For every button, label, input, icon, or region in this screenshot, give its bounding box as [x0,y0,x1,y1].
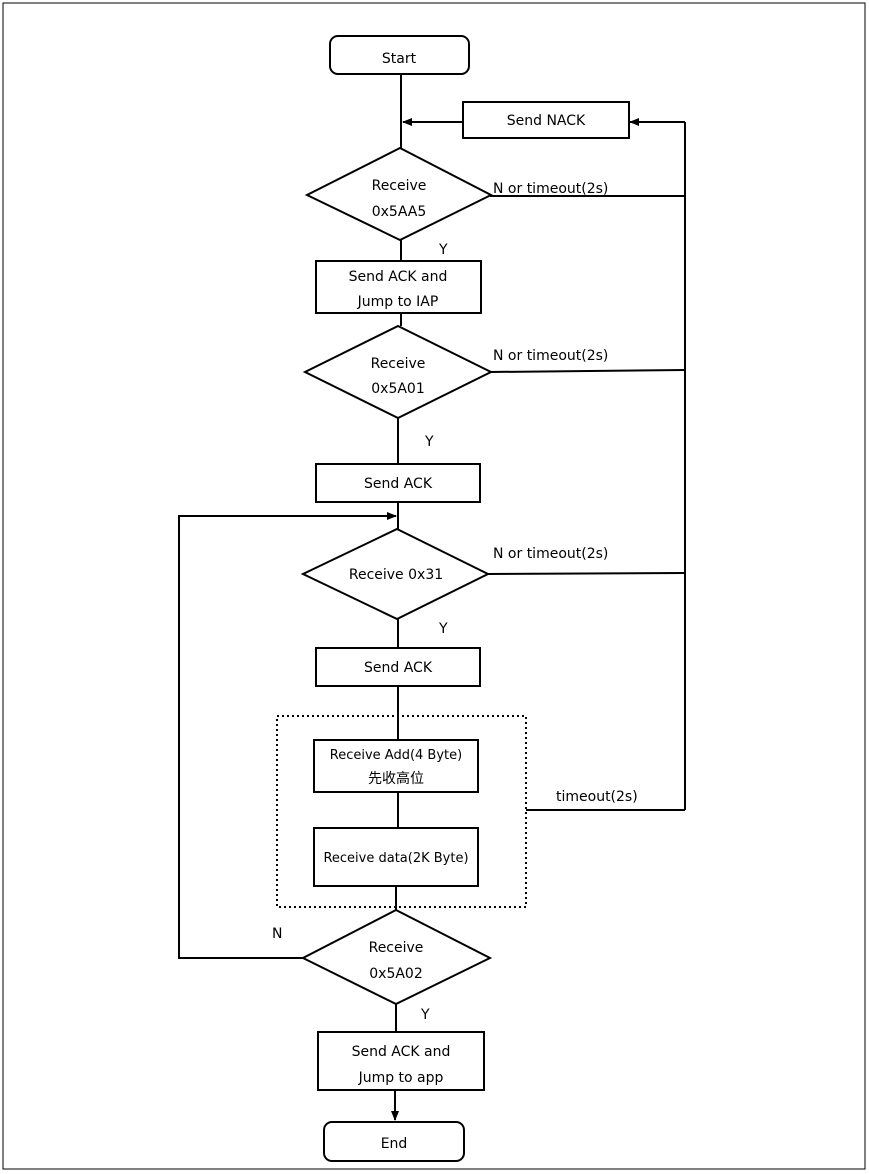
start-label: Start [382,51,417,67]
send-ack-app-line2: Jump to app [358,1070,444,1086]
receive-5a01-line2: 0x5A01 [371,381,425,397]
edge-label-yes-2: Y [424,434,434,450]
receive-5aa5-line2: 0x5AA5 [372,204,427,220]
edge-label-yes-1: Y [438,242,448,258]
receive-0x31-label: Receive 0x31 [349,567,443,583]
edge-label-timeout: timeout(2s) [556,789,638,805]
receive-add-node: Receive Add(4 Byte) 先收高位 [313,739,479,793]
send-ack-iap-line2: Jump to IAP [357,294,439,310]
receive-data-label: Receive data(2K Byte) [323,851,468,866]
send-ack-node-1: Send ACK [315,463,481,503]
send-ack-app-line1: Send ACK and [352,1044,451,1060]
end-label: End [381,1136,408,1152]
send-ack-jump-app-node: Send ACK and Jump to app [317,1031,485,1091]
edge-fail-5a01 [489,369,686,373]
receive-add-line1: Receive Add(4 Byte) [330,748,462,763]
receive-5a02-line2: 0x5A02 [369,966,423,982]
receive-data-node: Receive data(2K Byte) [313,827,479,887]
send-ack-node-2: Send ACK [315,647,481,687]
edge-label-fail-0x31: N or timeout(2s) [493,546,608,562]
edge-label-yes-3: Y [438,621,448,637]
receive-5a02-decision: Receive 0x5A02 [300,908,493,1006]
send-ack-2-label: Send ACK [364,660,433,676]
connectors [178,74,686,1121]
start-node: Start [329,35,470,75]
edge-fail-0x31 [487,572,686,575]
send-ack-iap-line1: Send ACK and [349,269,448,285]
receive-5a02-line1: Receive [369,940,424,956]
end-node: End [323,1121,465,1162]
receive-0x31-decision: Receive 0x31 [300,527,491,621]
send-nack-node: Send NACK [462,101,630,139]
edge-label-yes-4: Y [420,1007,430,1023]
edge-loop-5a02-to-0x31 [178,512,397,959]
receive-5aa5-decision: Receive 0x5AA5 [304,146,494,242]
edge-label-fail-5a01: N or timeout(2s) [493,348,608,364]
receive-5aa5-line1: Receive [372,178,427,194]
receive-5a01-decision: Receive 0x5A01 [302,324,494,420]
receive-5a01-line1: Receive [371,356,426,372]
send-ack-1-label: Send ACK [364,476,433,492]
receive-add-line2: 先收高位 [368,770,424,787]
send-ack-jump-iap-node: Send ACK and Jump to IAP [315,260,482,314]
edge-label-fail-5aa5: N or timeout(2s) [493,181,608,197]
send-nack-label: Send NACK [507,113,586,129]
edge-label-no-5a02: N [272,926,282,942]
